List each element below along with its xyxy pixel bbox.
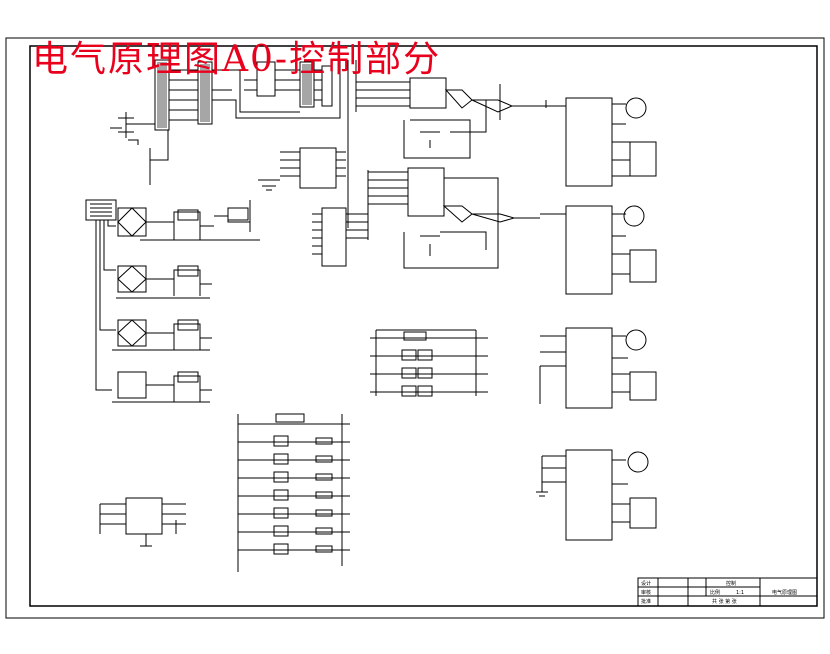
lower-ic-block xyxy=(312,170,369,267)
title-block-sheet-info: 共 张 第 张 xyxy=(712,598,737,605)
drawing-title: 电气原理图A0-控制部分 xyxy=(32,39,442,80)
title-block-label-2: 审核 xyxy=(641,589,651,596)
title-block-label-3: 批准 xyxy=(641,598,651,605)
small-ic-block xyxy=(258,147,346,191)
driver-channel-2 xyxy=(368,167,657,295)
input-ladder xyxy=(237,413,350,572)
optocoupler-array xyxy=(370,329,488,397)
title-block xyxy=(637,577,818,607)
title-block-scale-value: 1:1 xyxy=(736,590,744,596)
driver-channel-1 xyxy=(356,77,657,187)
power-supply-stages xyxy=(85,199,260,403)
driver-channel-4 xyxy=(536,449,657,541)
driver-channel-3 xyxy=(539,327,657,409)
title-block-scale-label: 比例 xyxy=(710,589,720,596)
mcu-block xyxy=(110,59,357,228)
bottom-left-ic xyxy=(99,497,186,547)
inner-frame xyxy=(29,45,818,607)
outer-frame xyxy=(5,37,825,619)
title-block-drawing-name: 电气原理图 xyxy=(772,589,797,596)
title-block-material: 控制 xyxy=(726,580,736,587)
title-block-label-1: 设计 xyxy=(641,580,651,587)
